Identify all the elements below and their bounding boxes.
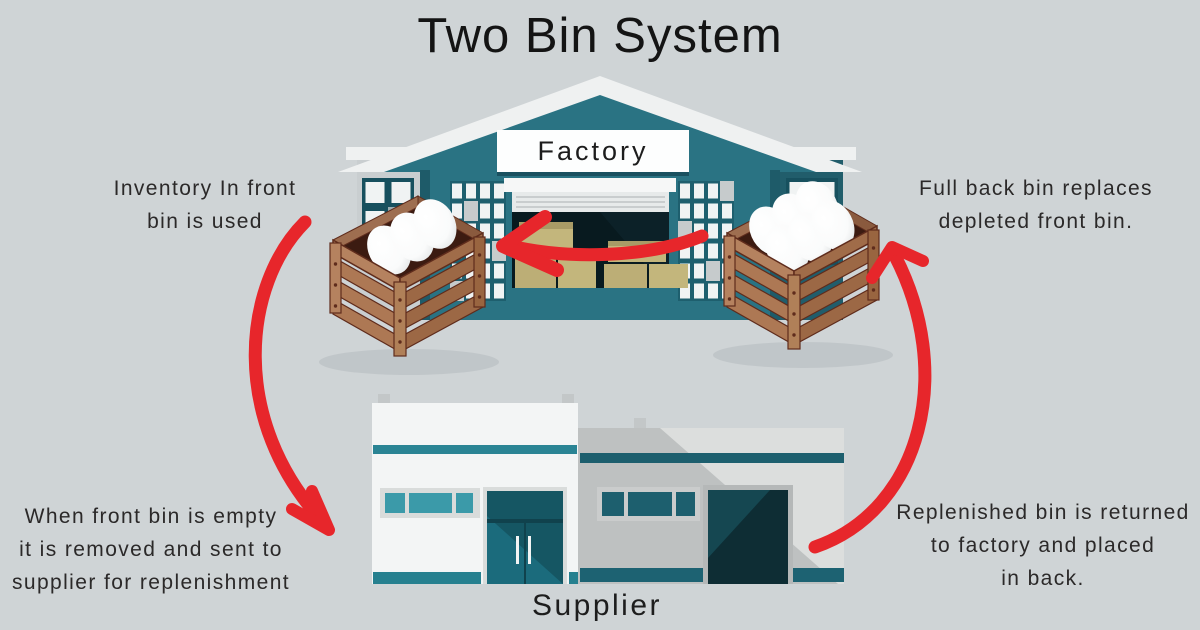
supplier-illustration xyxy=(372,394,844,584)
supplier-label: Supplier xyxy=(531,589,663,622)
annotation-line: Full back bin replaces xyxy=(919,177,1153,200)
arrow-supplier-to-back xyxy=(808,241,932,554)
page-title: Two Bin System xyxy=(417,9,783,63)
annotation-line: supplier for replenishment xyxy=(11,571,291,594)
eggs-back-bin xyxy=(749,181,855,274)
annotation-back-bin-replaces: Full back bin replaces depleted front bi… xyxy=(886,172,1186,238)
annotation-line: in back. xyxy=(1001,567,1085,590)
front-bin-crate xyxy=(318,195,500,376)
annotation-line: it is removed and sent to xyxy=(19,538,283,561)
back-bin-crate xyxy=(712,181,894,369)
annotation-line: bin is used xyxy=(147,210,263,233)
factory-sign xyxy=(497,130,689,172)
annotation-line: Inventory In front xyxy=(113,177,297,200)
arrow-back-to-front xyxy=(496,210,709,277)
annotation-bin-sent-to-supplier: When front bin is empty it is removed an… xyxy=(5,500,297,599)
annotation-line: depleted front bin. xyxy=(938,210,1134,233)
annotation-inventory-used: Inventory In front bin is used xyxy=(60,172,350,238)
factory-sign-label: Factory xyxy=(537,136,649,166)
annotation-line: When front bin is empty xyxy=(24,505,278,528)
supplier-door xyxy=(483,487,567,584)
annotation-bin-returned: Replenished bin is returned to factory a… xyxy=(893,496,1193,595)
annotation-line: to factory and placed xyxy=(930,534,1156,557)
annotation-line: Replenished bin is returned xyxy=(896,501,1190,524)
supplier-garage-door xyxy=(703,485,793,584)
eggs-front-bin xyxy=(367,199,457,275)
arrow-front-to-supplier xyxy=(248,215,335,536)
